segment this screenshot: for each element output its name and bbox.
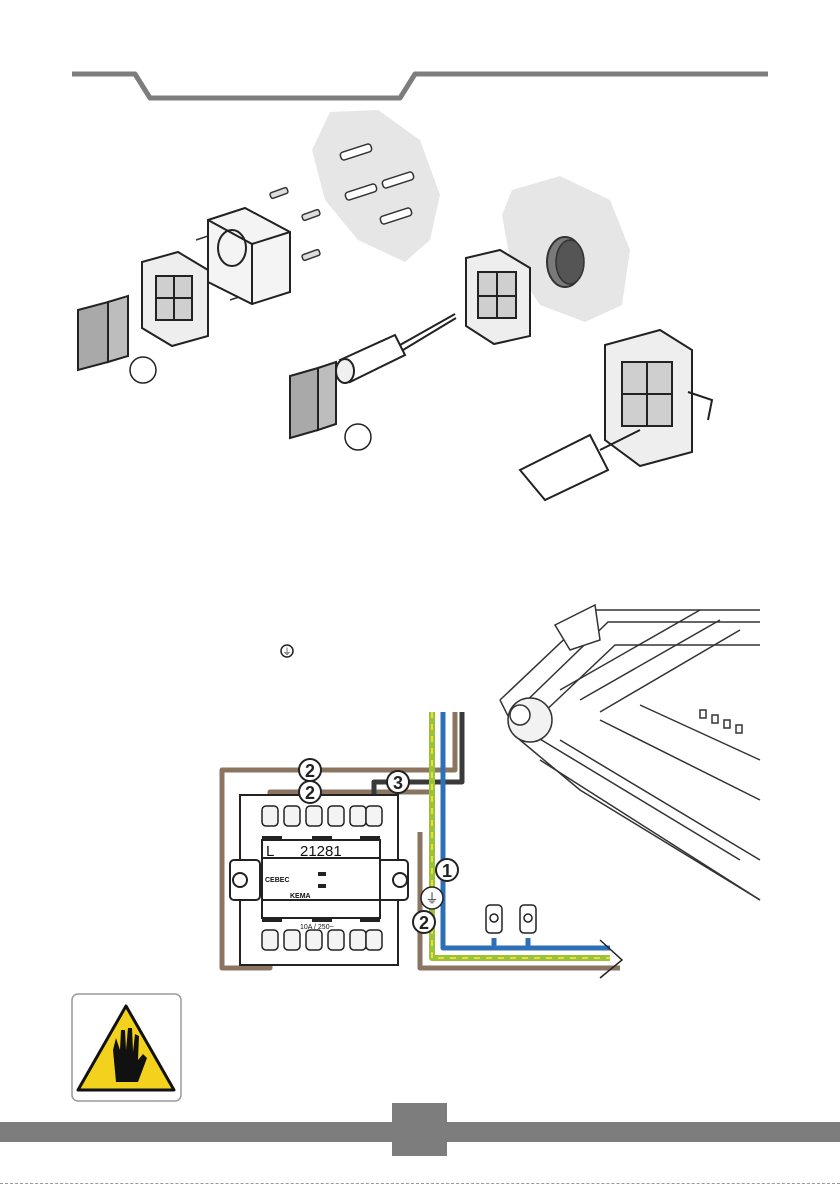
page-number-tab (392, 1103, 447, 1156)
page-cut-line (0, 1183, 840, 1184)
